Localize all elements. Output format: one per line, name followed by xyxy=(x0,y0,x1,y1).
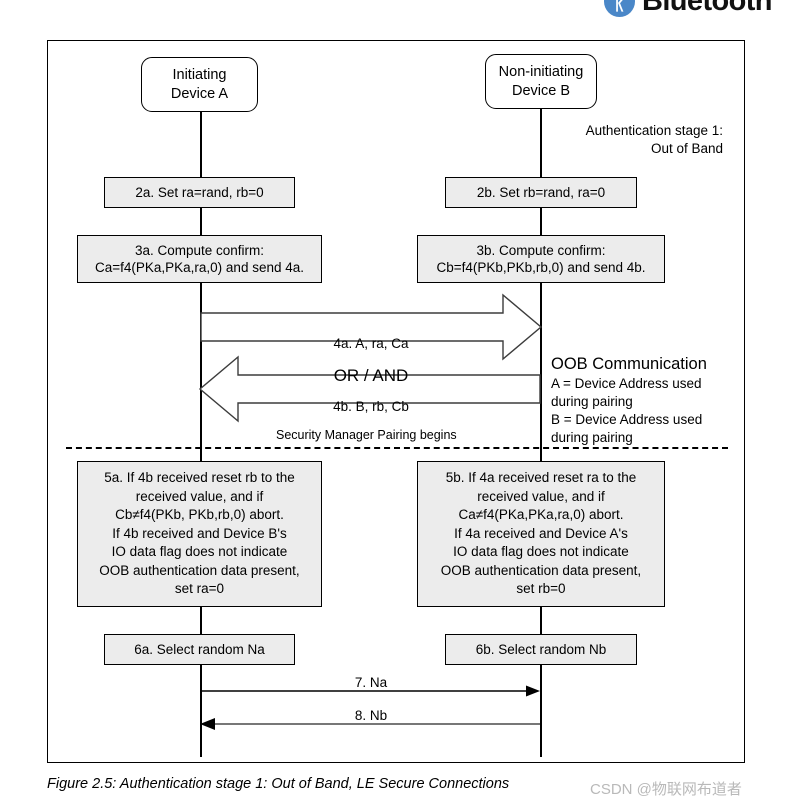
lifeline-device-a xyxy=(200,109,202,757)
step-box-3a: 3a. Compute confirm: Ca=f4(PKa,PKa,ra,0)… xyxy=(77,235,322,283)
security-manager-divider xyxy=(66,447,728,449)
actor-device-a: Initiating Device A xyxy=(141,57,258,112)
message-label-7: 7. Na xyxy=(354,675,388,690)
step-box-2a: 2a. Set ra=rand, rb=0 xyxy=(104,177,295,208)
bluetooth-logo-icon: ᚱ xyxy=(604,0,635,17)
message-label-4a: 4a. A, ra, Ca xyxy=(333,336,409,351)
step-box-2b: 2b. Set rb=rand, ra=0 xyxy=(445,177,637,208)
message-label-4b: 4b. B, rb, Cb xyxy=(333,399,409,414)
oob-communication-legend: A = Device Address used during pairing B… xyxy=(551,376,703,445)
figure-caption: Figure 2.5: Authentication stage 1: Out … xyxy=(47,776,510,792)
lifeline-device-b xyxy=(540,109,542,757)
divider-label: Security Manager Pairing begins xyxy=(276,428,457,442)
bluetooth-wordmark: Bluetooth xyxy=(642,0,773,17)
message-label-or-and: OR / AND xyxy=(333,366,409,385)
message-label-8: 8. Nb xyxy=(354,708,388,723)
step-box-3b: 3b. Compute confirm: Cb=f4(PKb,PKb,rb,0)… xyxy=(417,235,665,283)
actor-device-b: Non-initiating Device B xyxy=(485,54,597,109)
stage-note: Authentication stage 1: Out of Band xyxy=(585,123,723,156)
bluetooth-brand: ᚱ Bluetooth xyxy=(604,0,773,18)
oob-communication-title: OOB Communication xyxy=(551,355,707,373)
step-box-6a: 6a. Select random Na xyxy=(104,634,295,665)
csdn-watermark: CSDN @物联网布道者 xyxy=(590,781,742,798)
step-box-5b: 5b. If 4a received reset ra to the recei… xyxy=(417,461,665,607)
bluetooth-rune-glyph: ᚱ xyxy=(612,0,627,14)
step-box-6b: 6b. Select random Nb xyxy=(445,634,637,665)
step-box-5a: 5a. If 4b received reset rb to the recei… xyxy=(77,461,322,607)
diagram-frame: Initiating Device A Non-initiating Devic… xyxy=(47,40,745,763)
